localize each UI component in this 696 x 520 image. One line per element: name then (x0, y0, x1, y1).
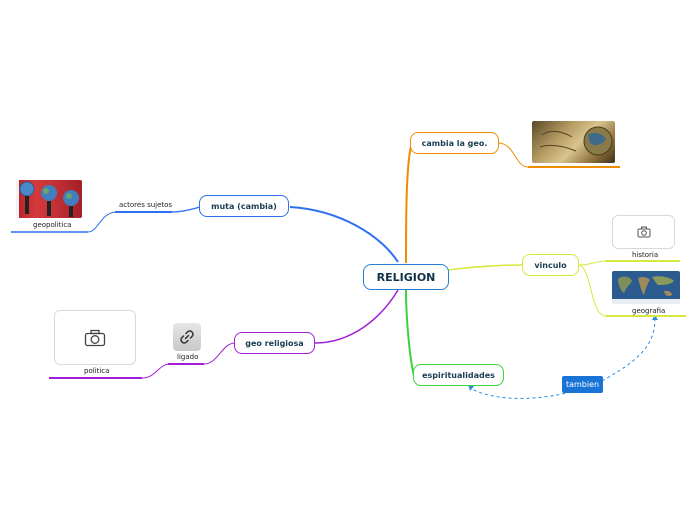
relationship-label: tambien (565, 380, 600, 389)
historia-image-placeholder (612, 215, 675, 249)
subtopic-geografia[interactable]: geografia (632, 307, 666, 315)
branch-espiritualidades-label: espiritualidades (422, 370, 495, 380)
branch-espiritualidades[interactable]: espiritualidades (413, 364, 504, 386)
connector-ligado (203, 342, 236, 365)
central-label: RELIGION (376, 270, 436, 284)
globe-people-icon (16, 180, 79, 218)
old-globe-image (532, 121, 615, 163)
subtopic-geopolitica[interactable]: geopolitica (33, 221, 72, 229)
connector-vinculo (447, 264, 523, 271)
subtopic-politica[interactable]: politica (84, 367, 110, 375)
ligado-link-tile[interactable] (173, 323, 201, 351)
connector-muta (289, 206, 399, 263)
subtopic-historia[interactable]: historia (632, 251, 659, 259)
branch-cambia-label: cambia la geo. (421, 138, 488, 148)
world-map-icon (612, 276, 680, 304)
branch-vinculo[interactable]: vinculo (522, 254, 579, 276)
branch-muta[interactable]: muta (cambia) (199, 195, 289, 217)
politica-image-placeholder (54, 310, 136, 365)
subtopic-ligado[interactable]: ligado (177, 353, 199, 361)
link-icon (180, 330, 194, 344)
camera-icon (84, 329, 106, 346)
branch-vinculo-label: vinculo (534, 260, 567, 270)
connector-geo-religiosa (314, 289, 399, 344)
connector-espiritualidades (405, 289, 415, 377)
connector-historia (578, 260, 607, 266)
connector-cambia (405, 142, 413, 264)
branch-muta-label: muta (cambia) (211, 201, 277, 211)
connector-geografia (578, 264, 607, 317)
branch-geo-religiosa-label: geo religiosa (245, 338, 304, 348)
connector-geopolitica (87, 211, 116, 233)
relationship-tambien[interactable]: tambien (562, 376, 603, 393)
relationship-line (469, 317, 656, 399)
geopolitica-image (16, 180, 82, 218)
connector-actores (171, 206, 201, 213)
central-node[interactable]: RELIGION (363, 264, 449, 290)
subtopic-actores-sujetos[interactable]: actores sujetos (119, 201, 173, 209)
world-map-image (612, 271, 680, 304)
camera-icon (637, 226, 650, 238)
branch-geo-religiosa[interactable]: geo religiosa (234, 332, 315, 354)
globe-icon (539, 126, 613, 156)
connector-politica (141, 363, 169, 379)
connector-cambia-img (497, 142, 529, 168)
branch-cambia[interactable]: cambia la geo. (410, 132, 499, 154)
relationship-arrow-start (652, 315, 658, 320)
